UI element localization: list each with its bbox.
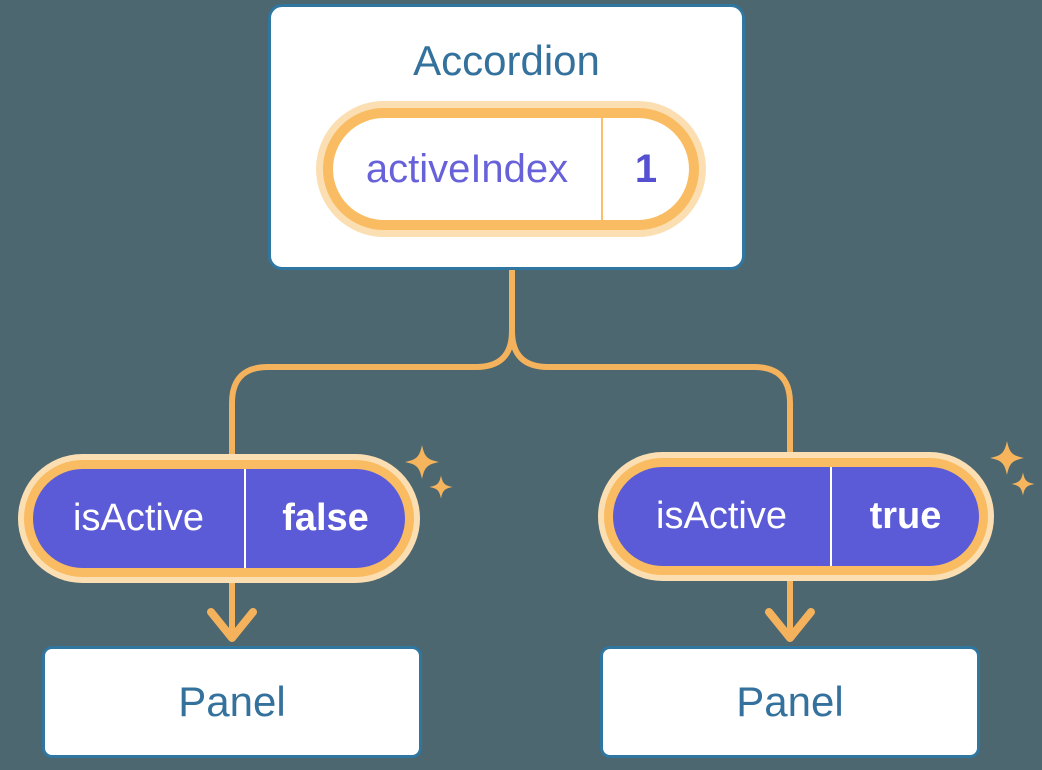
pill-divider	[830, 467, 832, 566]
sparkle-icon	[405, 445, 439, 479]
connector-right-branch	[509, 270, 793, 637]
tree-connector	[229, 270, 793, 637]
arrow-down-chevron-icon	[765, 608, 815, 642]
arrow-down-chevron-icon	[207, 608, 257, 642]
prop-pill-isactive-true: isActive true	[604, 458, 988, 575]
sparkle-icon	[1011, 472, 1035, 496]
state-value: 1	[634, 146, 658, 191]
panel-node-left: Panel	[42, 646, 422, 758]
sparkle-icon	[990, 441, 1024, 475]
accordion-title: Accordion	[413, 37, 600, 84]
connector-left-branch	[229, 270, 515, 637]
state-name: activeIndex	[365, 146, 569, 191]
prop-name: isActive	[73, 497, 204, 539]
prop-pill-isactive-false: isActive false	[24, 460, 414, 577]
panel-title: Panel	[178, 678, 286, 725]
panel-title: Panel	[736, 678, 844, 725]
prop-value: false	[282, 497, 369, 539]
prop-name: isActive	[656, 495, 787, 537]
state-pill-activeindex: activeIndex 1	[323, 108, 699, 230]
pill-divider	[601, 118, 603, 220]
pill-divider	[244, 469, 246, 568]
prop-value: true	[869, 495, 942, 537]
panel-node-right: Panel	[600, 646, 980, 758]
sparkle-icon	[429, 475, 453, 499]
